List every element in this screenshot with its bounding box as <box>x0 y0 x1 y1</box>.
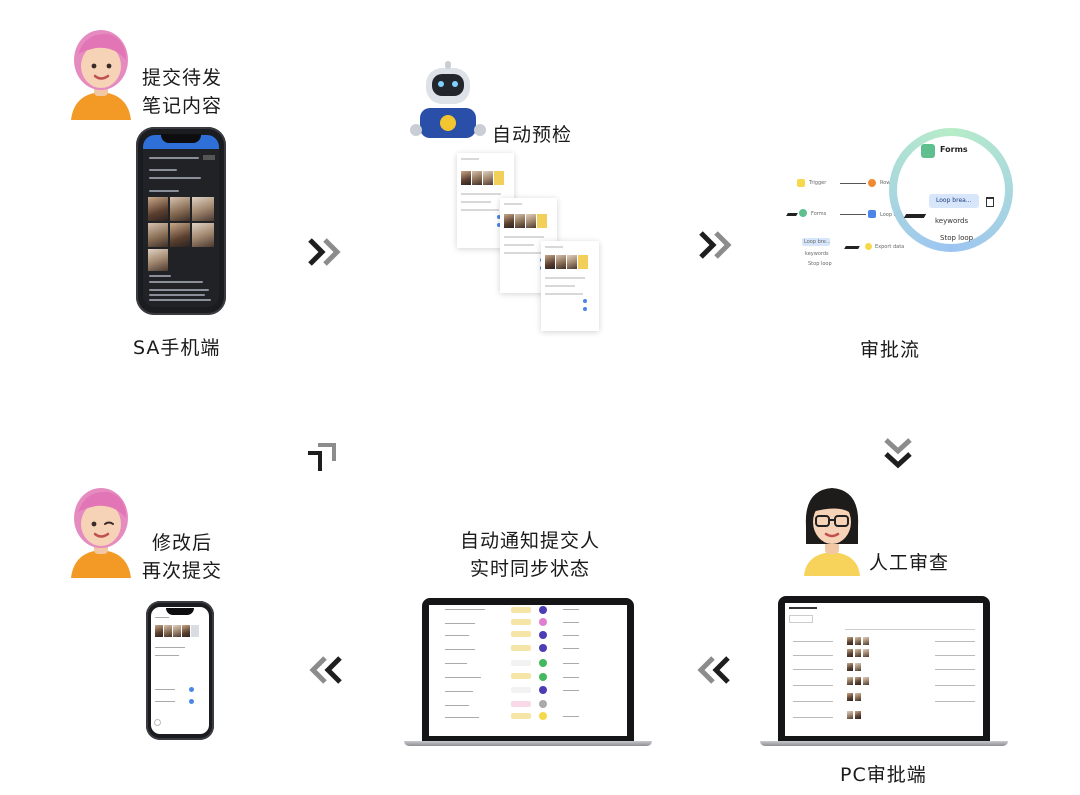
node-trigger: Trigger <box>809 180 827 186</box>
sa-phone-label: SA手机端 <box>133 337 221 359</box>
chevron-up-right-icon <box>308 443 336 471</box>
node-stop-small: Stop loop <box>808 261 832 267</box>
chevron-left-icon <box>697 656 730 684</box>
node-keywords: keywords <box>935 217 969 225</box>
node-loop-de: Loop de... <box>880 212 905 218</box>
node-loop-break: Loop brea... <box>936 197 972 204</box>
node-stop-loop: Stop loop <box>940 234 974 242</box>
pc-review-screen <box>785 603 983 736</box>
chevron-right-icon <box>699 231 732 259</box>
precheck-card-3 <box>541 241 599 331</box>
resubmit-caption-line1: 修改后 <box>152 532 213 554</box>
pc-review-label: PC审批端 <box>840 764 927 786</box>
pink-hair-woman-icon <box>71 30 131 120</box>
node-forms: Forms <box>940 145 968 154</box>
pink-hair-woman-winking-icon <box>71 488 131 578</box>
approval-flow-caption: 审批流 <box>860 339 921 361</box>
approval-flow-diagram: Trigger Row Forms Loop de... Loop bre...… <box>785 128 1025 273</box>
submit-avatar <box>66 24 136 120</box>
node-keywords-small: keywords <box>805 251 829 257</box>
node-forms-small: Forms <box>811 211 827 217</box>
resubmit-caption-line2: 再次提交 <box>142 560 223 582</box>
submit-caption-line1: 提交待发 <box>142 67 223 89</box>
phone-notch <box>161 134 201 143</box>
trash-icon <box>986 197 994 207</box>
node-row: Row <box>880 180 891 186</box>
node-export-data: Export data <box>875 244 905 250</box>
reviewer-avatar <box>800 482 864 576</box>
robot-icon <box>410 61 486 138</box>
chevron-down-icon <box>884 438 912 469</box>
resubmit-avatar <box>66 482 136 578</box>
precheck-caption: 自动预检 <box>492 124 573 146</box>
glasses-woman-icon <box>804 488 860 576</box>
sa-phone <box>136 127 226 315</box>
chevron-right-icon <box>308 238 341 266</box>
notify-caption-line1: 自动通知提交人 <box>459 530 600 552</box>
node-loop-small: Loop bre... <box>804 239 831 245</box>
submit-caption-line2: 笔记内容 <box>142 95 223 117</box>
manual-review-caption: 人工审查 <box>869 552 950 574</box>
notify-screen <box>429 605 627 736</box>
notify-caption-line2: 实时同步状态 <box>469 558 590 580</box>
chevron-left-icon <box>309 656 342 684</box>
robot-avatar <box>410 60 486 146</box>
resubmit-phone <box>146 601 214 740</box>
